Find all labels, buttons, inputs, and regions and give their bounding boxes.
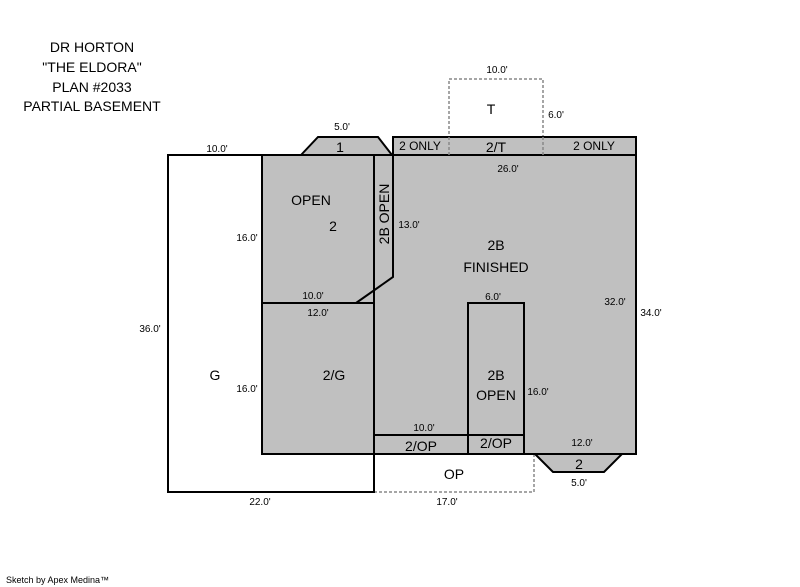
bay-2 <box>532 453 625 473</box>
area-label: 2 ONLY <box>399 139 441 153</box>
dimension-label: 10.0' <box>206 144 227 155</box>
sketch-credit: Sketch by Apex Medina™ <box>6 575 109 585</box>
title-line: PARTIAL BASEMENT <box>23 98 161 114</box>
bay-1 <box>298 136 395 156</box>
area-label: T <box>487 101 496 117</box>
dimension-label: 34.0' <box>640 308 661 319</box>
dimension-label: 22.0' <box>249 497 270 508</box>
dimension-label: 12.0' <box>307 308 328 319</box>
dimension-label: 36.0' <box>139 324 160 335</box>
area-label: 2B <box>487 237 504 253</box>
garage-outline <box>167 154 375 493</box>
dimension-label: 32.0' <box>604 297 625 308</box>
area-label: 2B <box>487 367 504 383</box>
dimension-label: 26.0' <box>497 164 518 175</box>
dimension-label: 13.0' <box>398 220 419 231</box>
dimension-label: 16.0' <box>236 384 257 395</box>
dimension-label: 6.0' <box>548 110 564 121</box>
dimension-label: 10.0' <box>302 291 323 302</box>
dimension-label: 17.0' <box>436 497 457 508</box>
area-label: 2/T <box>486 139 507 155</box>
open-2b-room <box>467 302 525 455</box>
dimension-label: 5.0' <box>571 478 587 489</box>
area-label: 1 <box>336 139 344 155</box>
area-label: 2 <box>575 456 583 472</box>
dimension-label: 12.0' <box>571 438 592 449</box>
area-label: G <box>210 367 221 383</box>
dimension-label: 16.0' <box>527 387 548 398</box>
dimension-label: 16.0' <box>236 233 257 244</box>
area-label: 2 <box>329 218 337 234</box>
dimension-label: 10.0' <box>486 65 507 76</box>
area-label: FINISHED <box>463 259 528 275</box>
title-line: DR HORTON <box>50 39 134 55</box>
dimension-label: 5.0' <box>334 122 350 133</box>
area-label: 2/OP <box>405 438 437 454</box>
title-line: PLAN #2033 <box>52 79 132 95</box>
title-line: "THE ELDORA" <box>42 59 141 75</box>
header-title: DR HORTON "THE ELDORA" PLAN #2033 PARTIA… <box>23 39 161 114</box>
dimension-label: 6.0' <box>485 292 501 303</box>
area-label: OPEN <box>291 192 331 208</box>
area-label: 2/G <box>323 367 346 383</box>
area-label: 2/OP <box>480 435 512 451</box>
stair-wall <box>355 155 394 304</box>
area-label: 2B OPEN <box>376 184 392 245</box>
dimension-label: 10.0' <box>413 423 434 434</box>
area-label: 2 ONLY <box>573 139 615 153</box>
area-label: OP <box>444 466 464 482</box>
area-label: OPEN <box>476 387 516 403</box>
open-porch-outline <box>374 454 535 493</box>
